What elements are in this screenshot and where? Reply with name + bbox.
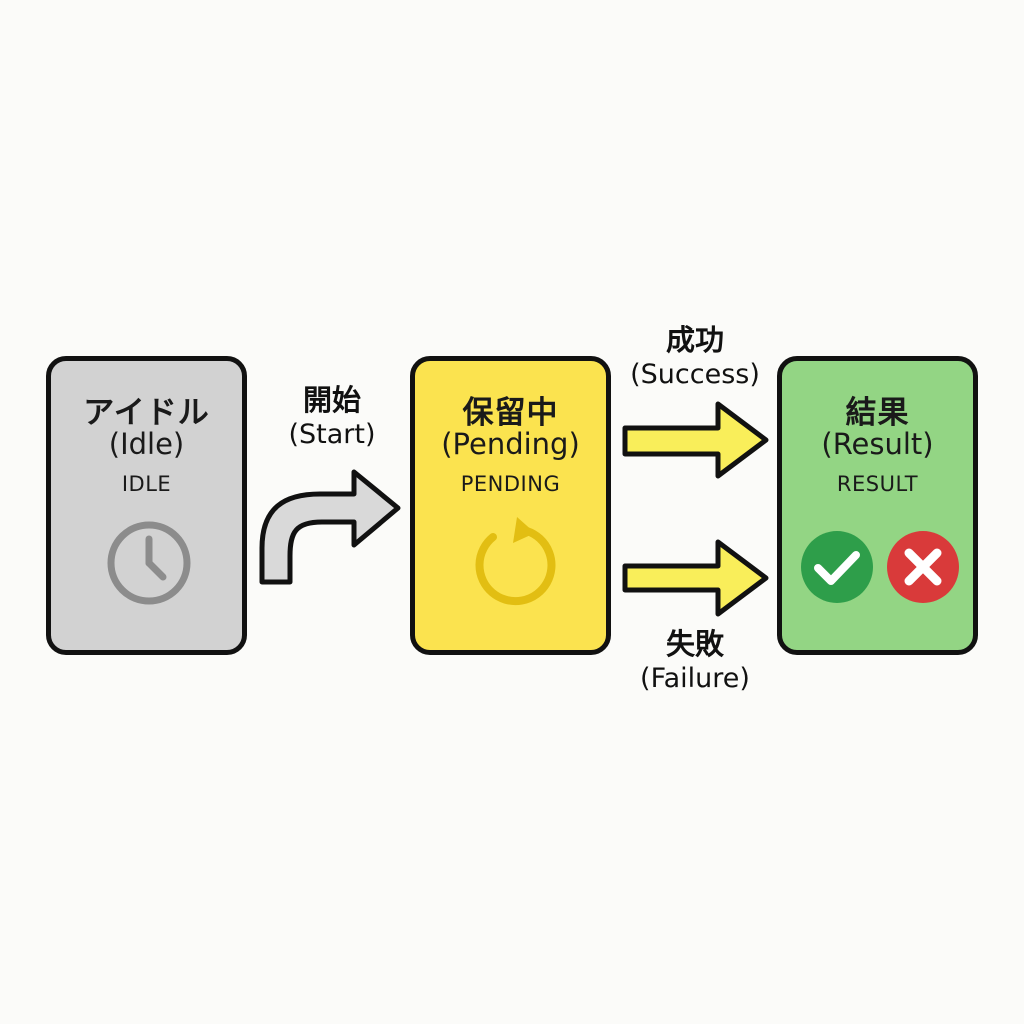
start-label-en: (Start) bbox=[288, 419, 376, 451]
success-label-en: (Success) bbox=[630, 359, 760, 391]
idle-title-jp: アイドル bbox=[83, 395, 210, 431]
checkmark-icon bbox=[801, 531, 873, 603]
result-code: RESULT bbox=[836, 472, 919, 496]
x-mark-icon bbox=[887, 531, 959, 603]
start-label-jp: 開始 bbox=[302, 383, 361, 417]
pending-code: PENDING bbox=[460, 472, 561, 496]
clock-icon bbox=[107, 521, 191, 605]
start-transition-label: 開始 (Start) bbox=[272, 382, 392, 452]
pending-state-card: 保留中 (Pending) PENDING bbox=[410, 356, 611, 655]
failure-transition-label: 失敗 (Failure) bbox=[615, 626, 775, 696]
failure-arrow bbox=[622, 539, 769, 617]
start-arrow bbox=[259, 469, 401, 585]
failure-label-jp: 失敗 bbox=[665, 627, 724, 661]
pending-title-en: (Pending) bbox=[441, 427, 580, 461]
pending-title-jp: 保留中 bbox=[462, 395, 559, 431]
success-label-jp: 成功 bbox=[665, 323, 724, 357]
result-title-jp: 結果 bbox=[845, 395, 910, 431]
idle-state-card: アイドル (Idle) IDLE bbox=[46, 356, 247, 655]
result-title-en: (Result) bbox=[821, 427, 934, 461]
idle-title-en: (Idle) bbox=[108, 427, 185, 461]
success-transition-label: 成功 (Success) bbox=[615, 322, 775, 392]
idle-code: IDLE bbox=[121, 472, 172, 496]
result-state-card: 結果 (Result) RESULT bbox=[777, 356, 978, 655]
failure-label-en: (Failure) bbox=[640, 663, 750, 695]
refresh-icon bbox=[475, 517, 556, 606]
success-arrow bbox=[622, 401, 769, 479]
